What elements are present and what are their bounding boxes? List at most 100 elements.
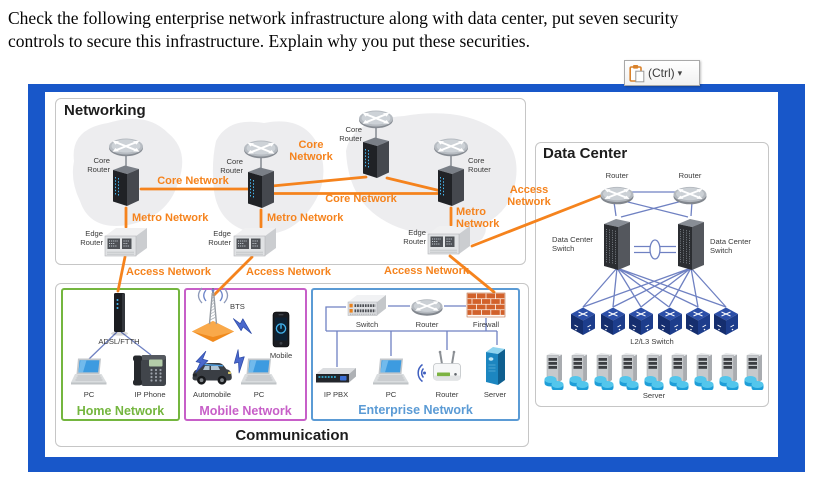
- edge-router-3-label: Edge Router: [403, 228, 426, 246]
- world-map-background: [72, 113, 517, 247]
- core-router-icon: [243, 139, 279, 209]
- dc-server-label: Server: [642, 391, 666, 400]
- core-router-3: [356, 108, 396, 185]
- l2l3-switch-5: [685, 306, 711, 341]
- dc-server-8: [718, 352, 740, 395]
- server-icon: [694, 352, 714, 392]
- dc-server-7: [693, 352, 715, 395]
- server-icon: [644, 352, 664, 392]
- dc-switch-1-label: Data Center Switch: [552, 235, 593, 253]
- laptop-icon: [70, 358, 107, 385]
- core-router-3-label: Core Router: [339, 125, 362, 143]
- enterprise-server-label: Server: [483, 390, 507, 399]
- core-router-icon: [433, 137, 469, 207]
- metro-network-label-3: Metro Network: [456, 206, 500, 230]
- automobile-label: Automobile: [193, 390, 231, 399]
- edge-router-1: [103, 226, 149, 263]
- core-router-2-label: Core Router: [220, 157, 243, 175]
- networking-title: Networking: [64, 102, 146, 119]
- home-pc: [70, 357, 108, 392]
- enterprise-pc-label: PC: [385, 390, 397, 399]
- router-icon: [672, 185, 708, 206]
- access-network-label-3: Access Network: [384, 265, 469, 277]
- paste-options-button[interactable]: (Ctrl) ▾: [624, 60, 700, 86]
- server-icon: [744, 352, 764, 392]
- dc-server-3: [593, 352, 615, 395]
- communication-title: Communication: [235, 427, 349, 444]
- adsl-modem-label: ADSL/FTTH: [98, 337, 140, 346]
- enterprise-switch-label: Switch: [355, 320, 379, 329]
- edge-router-1-label: Edge Router: [80, 229, 103, 247]
- core-router-4-label: Core Router: [468, 156, 491, 174]
- ip-phone: [132, 352, 168, 393]
- switch-icon: [346, 293, 388, 317]
- dc-switch-2-label: Data Center Switch: [710, 237, 751, 255]
- edge-router-icon: [104, 227, 148, 257]
- smartphone-icon: [272, 311, 290, 348]
- question-line-1: Check the following enterprise network i…: [8, 8, 679, 28]
- firewall-label: Firewall: [472, 320, 500, 329]
- adsl-modem: [107, 291, 132, 342]
- router-icon: [410, 298, 444, 317]
- l2l3-switch-1: [570, 306, 596, 341]
- dc-switch-1: [600, 216, 634, 277]
- l2l3-switch-3: [628, 306, 654, 341]
- laptop-icon: [372, 358, 409, 385]
- mobile-network-title: Mobile Network: [199, 404, 292, 418]
- server-icon: [669, 352, 689, 392]
- adsl-modem-icon: [111, 293, 128, 336]
- bts-label: BTS: [230, 302, 245, 311]
- core-network-label-2: Core Network: [289, 139, 333, 163]
- paste-options-label: (Ctrl): [648, 66, 675, 80]
- dc-router-1-label: Router: [605, 171, 629, 180]
- enterprise-server: [482, 344, 508, 393]
- server-icon: [569, 352, 589, 392]
- wireless-waves-icon: [409, 361, 427, 390]
- l2l3-switch-icon: [628, 307, 654, 336]
- enterprise-pc: [372, 357, 410, 392]
- core-network-label-3: Core Network: [325, 193, 397, 205]
- metro-network-label-2: Metro Network: [267, 212, 344, 224]
- router-icon: [599, 185, 635, 206]
- core-router-1-label: Core Router: [87, 156, 110, 174]
- l2l3-switch-2: [600, 306, 626, 341]
- dc-server-5: [643, 352, 665, 395]
- question-line-2: controls to secure this infrastructure. …: [8, 31, 530, 51]
- dc-router-2-label: Router: [678, 171, 702, 180]
- server-icon: [719, 352, 739, 392]
- mobile-phone: [270, 311, 292, 354]
- access-network-label-dc: Access Network: [507, 184, 551, 208]
- wifi-router-label: Router: [435, 390, 459, 399]
- dc-switch-2: [674, 216, 708, 277]
- l2l3-switch-icon: [657, 307, 683, 336]
- server-icon: [619, 352, 639, 392]
- mobile-pc-label: PC: [253, 390, 265, 399]
- core-router-1: [106, 136, 146, 213]
- wireless-signal-icon: [417, 363, 427, 383]
- l2l3-switch-icon: [570, 307, 596, 336]
- mobile-phone-label: Mobile: [269, 351, 293, 360]
- dc-server-4: [618, 352, 640, 395]
- enterprise-router-label: Router: [415, 320, 439, 329]
- dc-server-2: [568, 352, 590, 395]
- server-icon: [544, 352, 564, 392]
- ip-phone-icon: [133, 355, 166, 386]
- core-router-4: [431, 136, 471, 213]
- metro-network-label-1: Metro Network: [132, 212, 209, 224]
- enterprise-network-title: Enterprise Network: [358, 403, 473, 417]
- core-router-icon: [358, 109, 394, 179]
- home-network-title: Home Network: [76, 404, 165, 418]
- dc-server-1: [543, 352, 565, 395]
- dc-server-6: [668, 352, 690, 395]
- firewall: [466, 292, 506, 323]
- ip-pbx-label: IP PBX: [323, 390, 349, 399]
- data-center-title: Data Center: [543, 145, 628, 162]
- l2l3-switch-4: [657, 306, 683, 341]
- firewall-icon: [466, 292, 506, 318]
- edge-router-icon: [233, 227, 277, 257]
- enterprise-router: [410, 295, 444, 322]
- dropdown-caret-icon[interactable]: ▾: [677, 67, 683, 78]
- dc-server-9: [743, 352, 765, 395]
- dc-router-1: [599, 183, 635, 210]
